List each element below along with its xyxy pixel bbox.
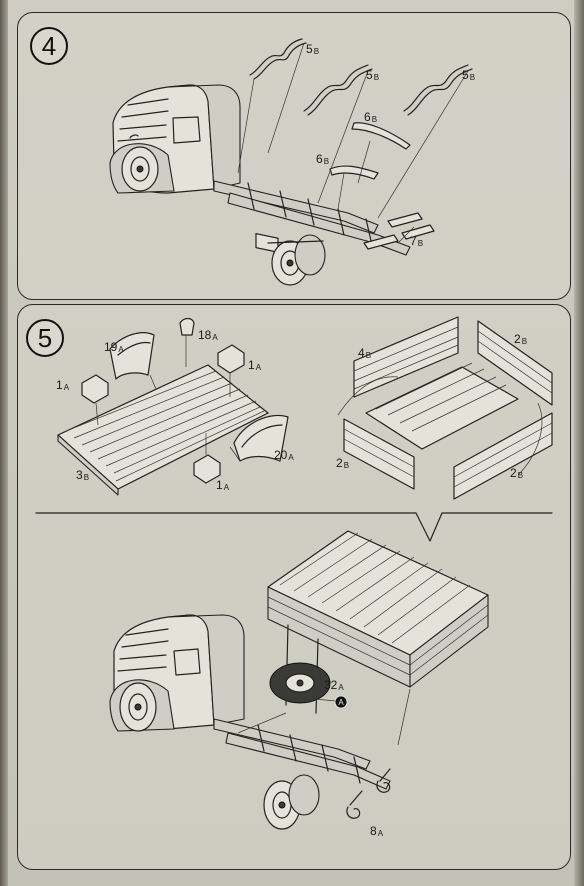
step-5-diagram: A bbox=[35, 316, 553, 830]
truck-with-bed-drawing bbox=[109, 530, 489, 830]
label-32a: 32A bbox=[324, 678, 344, 692]
bed-walls-assembly-drawing bbox=[337, 316, 553, 500]
callout-a-letter: A bbox=[338, 698, 344, 707]
chassis-frame-drawing bbox=[213, 180, 411, 286]
label-2b-right: 2B bbox=[510, 466, 524, 480]
truck-cab-drawing bbox=[109, 84, 241, 194]
label-1a-right: 1A bbox=[248, 358, 262, 372]
label-4b: 4B bbox=[358, 346, 372, 360]
label-7b: 7B bbox=[410, 234, 424, 248]
label-5b-2: 5B bbox=[366, 68, 380, 82]
label-20a: 20A bbox=[274, 448, 294, 462]
label-6b-1: 6B bbox=[364, 110, 378, 124]
label-8a: 8A bbox=[370, 824, 384, 838]
label-2b-left: 2B bbox=[336, 456, 350, 470]
label-2b-top: 2B bbox=[514, 332, 528, 346]
label-1a-left: 1A bbox=[56, 378, 70, 392]
label-6b-2: 6B bbox=[316, 152, 330, 166]
step-4-panel: 4 bbox=[17, 12, 571, 300]
label-5b-1: 5B bbox=[306, 42, 320, 56]
step-4-leader-lines bbox=[237, 42, 469, 244]
label-19a: 19A bbox=[104, 340, 124, 354]
step-5-panel: 5 bbox=[17, 304, 571, 870]
parts-7b-drawing bbox=[363, 212, 435, 250]
page-edge-right bbox=[574, 0, 584, 886]
step-5-number: 5 bbox=[26, 319, 64, 357]
step-4-number: 4 bbox=[30, 27, 68, 65]
stake-brackets-5b-drawing bbox=[249, 38, 473, 116]
label-18a: 18A bbox=[198, 328, 218, 342]
callout-a-marker: A bbox=[334, 695, 348, 709]
label-1a-bottom: 1A bbox=[216, 478, 230, 492]
braces-6b-drawing bbox=[329, 122, 411, 180]
label-3b: 3B bbox=[76, 468, 90, 482]
floor-assembly-drawing bbox=[57, 317, 289, 496]
step-4-diagram bbox=[109, 38, 473, 286]
step-5-divider bbox=[35, 512, 553, 542]
label-5b-3: 5B bbox=[462, 68, 476, 82]
page-edge-left bbox=[0, 0, 8, 886]
